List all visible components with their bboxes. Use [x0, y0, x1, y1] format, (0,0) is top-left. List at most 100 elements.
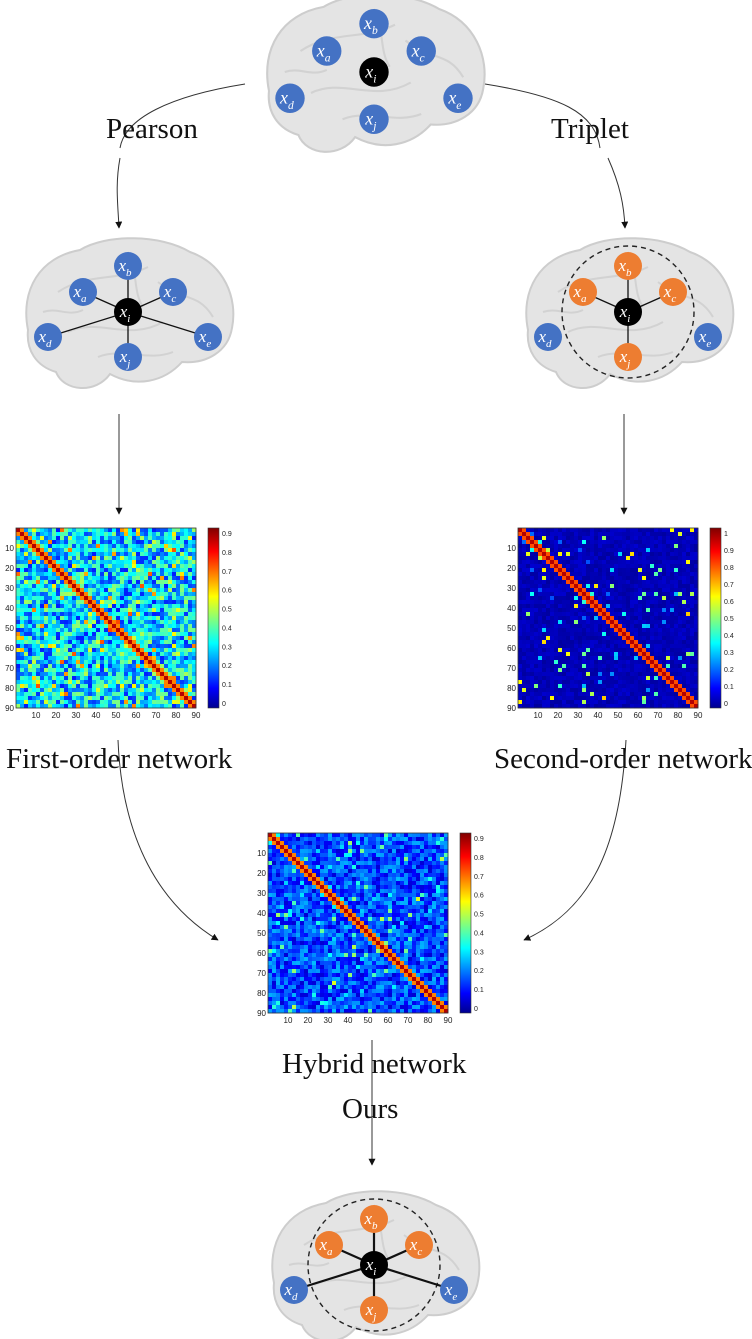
- y-tick-label: 30: [507, 584, 516, 593]
- colorbar-tick-label: 0.1: [724, 684, 734, 691]
- colorbar-tick-label: 0.6: [474, 893, 484, 900]
- node-center: [114, 298, 142, 326]
- y-tick-label: 80: [507, 684, 516, 693]
- node-d: [275, 83, 305, 113]
- colorbar-tick-label: 0.2: [222, 663, 232, 670]
- label-second-order-network: Second-order network: [494, 743, 752, 775]
- y-tick-label: 20: [257, 869, 266, 878]
- y-tick-label: 30: [257, 889, 266, 898]
- colorbar-tick-label: 0.2: [474, 968, 484, 975]
- x-tick-label: 30: [574, 711, 583, 720]
- colorbar-tick-label: 0.4: [474, 930, 484, 937]
- x-tick-label: 60: [132, 711, 141, 720]
- x-tick-label: 30: [72, 711, 81, 720]
- x-tick-label: 20: [304, 1016, 313, 1025]
- arrow-second-to-hybrid: [523, 739, 627, 941]
- colorbar-tick-label: 0.5: [474, 912, 484, 919]
- node-j: [360, 1296, 388, 1324]
- colorbar-tick-label: 0.3: [222, 644, 232, 651]
- matrix-cells: [518, 528, 699, 709]
- node-label-center: xi: [619, 302, 631, 325]
- x-tick-label: 90: [192, 711, 201, 720]
- arrow-top-to-pearson: [119, 83, 246, 149]
- neighborhood-circle: [561, 245, 695, 379]
- node-a: [315, 1231, 343, 1259]
- colorbar-tick-label: 0.9: [222, 531, 232, 538]
- node-label-j: xj: [119, 347, 131, 370]
- arrow-triplet-to-brain: [607, 157, 629, 229]
- node-d: [34, 323, 62, 351]
- y-tick-label: 50: [257, 929, 266, 938]
- colorbar: [459, 832, 472, 1014]
- node-label-center: xi: [365, 1255, 377, 1278]
- colorbar-tick-label: 0.5: [724, 616, 734, 623]
- colorbar-tick-label: 0.3: [724, 650, 734, 657]
- matrix-second-order: 10102020303040405050606070708080909010.9…: [507, 527, 734, 720]
- y-tick-label: 60: [507, 644, 516, 653]
- node-j: [359, 104, 389, 134]
- label-hybrid-network: Hybrid network: [282, 1048, 467, 1080]
- colorbar-tick-label: 0.9: [474, 836, 484, 843]
- y-tick-label: 10: [5, 544, 14, 553]
- node-a: [569, 278, 597, 306]
- colorbar-tick-label: 1: [724, 531, 728, 538]
- colorbar-tick-label: 0.7: [222, 569, 232, 576]
- node-e: [443, 83, 473, 113]
- x-tick-label: 70: [152, 711, 161, 720]
- y-tick-label: 80: [5, 684, 14, 693]
- label-first-order-network: First-order network: [6, 743, 233, 775]
- node-a: [312, 36, 342, 66]
- y-tick-label: 90: [5, 704, 14, 713]
- matrix-hybrid: 1010202030304040505060607070808090900.90…: [257, 832, 484, 1025]
- colorbar-tick-label: 0.7: [474, 874, 484, 881]
- matrix-first-order: 1010202030304040505060607070808090900.90…: [5, 527, 232, 720]
- x-tick-label: 40: [344, 1016, 353, 1025]
- colorbar-tick-label: 0.4: [222, 625, 232, 632]
- y-tick-label: 70: [5, 664, 14, 673]
- node-d: [280, 1276, 308, 1304]
- y-tick-label: 40: [5, 604, 14, 613]
- node-b: [360, 1205, 388, 1233]
- node-center: [614, 298, 642, 326]
- y-tick-label: 60: [257, 949, 266, 958]
- colorbar-tick-label: 0.7: [724, 582, 734, 589]
- y-tick-label: 70: [257, 969, 266, 978]
- node-e: [440, 1276, 468, 1304]
- y-tick-label: 70: [507, 664, 516, 673]
- node-e: [694, 323, 722, 351]
- node-j: [114, 343, 142, 371]
- colorbar-tick-label: 0.8: [222, 550, 232, 557]
- x-tick-label: 50: [112, 711, 121, 720]
- x-tick-label: 10: [534, 711, 543, 720]
- y-tick-label: 40: [507, 604, 516, 613]
- y-tick-label: 30: [5, 584, 14, 593]
- node-label-j: xj: [365, 1300, 377, 1323]
- x-tick-label: 80: [424, 1016, 433, 1025]
- y-tick-label: 90: [507, 704, 516, 713]
- y-tick-label: 40: [257, 909, 266, 918]
- x-tick-label: 20: [554, 711, 563, 720]
- x-tick-label: 60: [634, 711, 643, 720]
- colorbar-tick-label: 0.8: [724, 565, 734, 572]
- colorbar-tick-label: 0.5: [222, 607, 232, 614]
- x-tick-label: 50: [614, 711, 623, 720]
- x-tick-label: 70: [404, 1016, 413, 1025]
- colorbar-tick-label: 0: [222, 701, 226, 708]
- x-tick-label: 40: [594, 711, 603, 720]
- x-tick-label: 30: [324, 1016, 333, 1025]
- x-tick-label: 60: [384, 1016, 393, 1025]
- node-c: [406, 36, 436, 66]
- x-tick-label: 90: [444, 1016, 453, 1025]
- x-tick-label: 80: [674, 711, 683, 720]
- node-label-center: xi: [119, 302, 131, 325]
- y-tick-label: 80: [257, 989, 266, 998]
- colorbar-tick-label: 0.2: [724, 667, 734, 674]
- x-tick-label: 80: [172, 711, 181, 720]
- node-center: [360, 1251, 388, 1279]
- x-tick-label: 90: [694, 711, 703, 720]
